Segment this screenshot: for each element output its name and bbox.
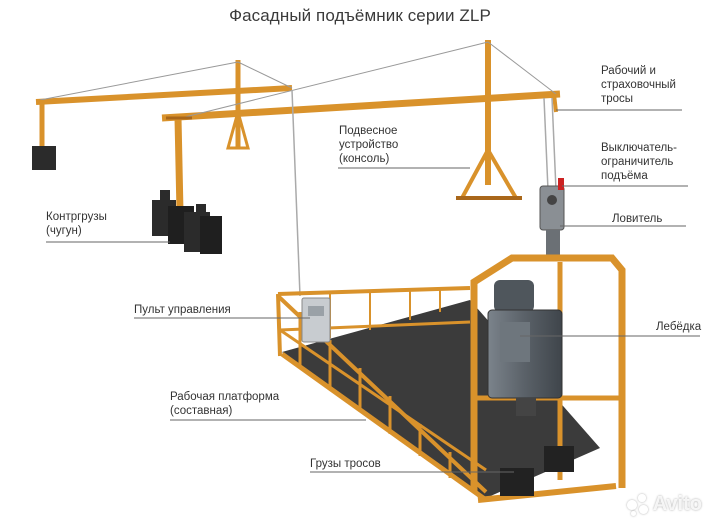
avito-watermark: Avito (626, 493, 702, 516)
avito-logo-icon (626, 493, 649, 516)
rear-counterweight (32, 146, 56, 170)
label-catcher: Ловитель (612, 213, 663, 225)
control-panel (301, 297, 331, 343)
label-suspension: Подвесное устройство (консоль) (339, 125, 399, 165)
label-platform: Рабочая платформа (составная) (170, 391, 280, 417)
winch-motor (487, 280, 563, 416)
label-winch: Лебёдка (656, 321, 702, 333)
label-limit-switch: Выключатель- ограничитель подъёма (601, 142, 677, 182)
diagram-title: Фасадный подъёмник серии ZLP (229, 6, 491, 25)
counterweight-stack (152, 190, 222, 254)
avito-text: Avito (652, 493, 702, 515)
label-control-panel: Пульт управления (134, 304, 231, 316)
rope-weights (500, 446, 574, 496)
label-counterweights: Контргрузы (чугун) (46, 211, 107, 237)
label-ropes: Рабочий и страховочный тросы (601, 65, 676, 105)
label-rope-weights: Грузы тросов (310, 458, 381, 470)
catcher-device (539, 178, 565, 260)
rear-suspension-beam (32, 60, 293, 170)
callout-lines (46, 109, 700, 473)
front-suspension-beam (161, 40, 561, 213)
